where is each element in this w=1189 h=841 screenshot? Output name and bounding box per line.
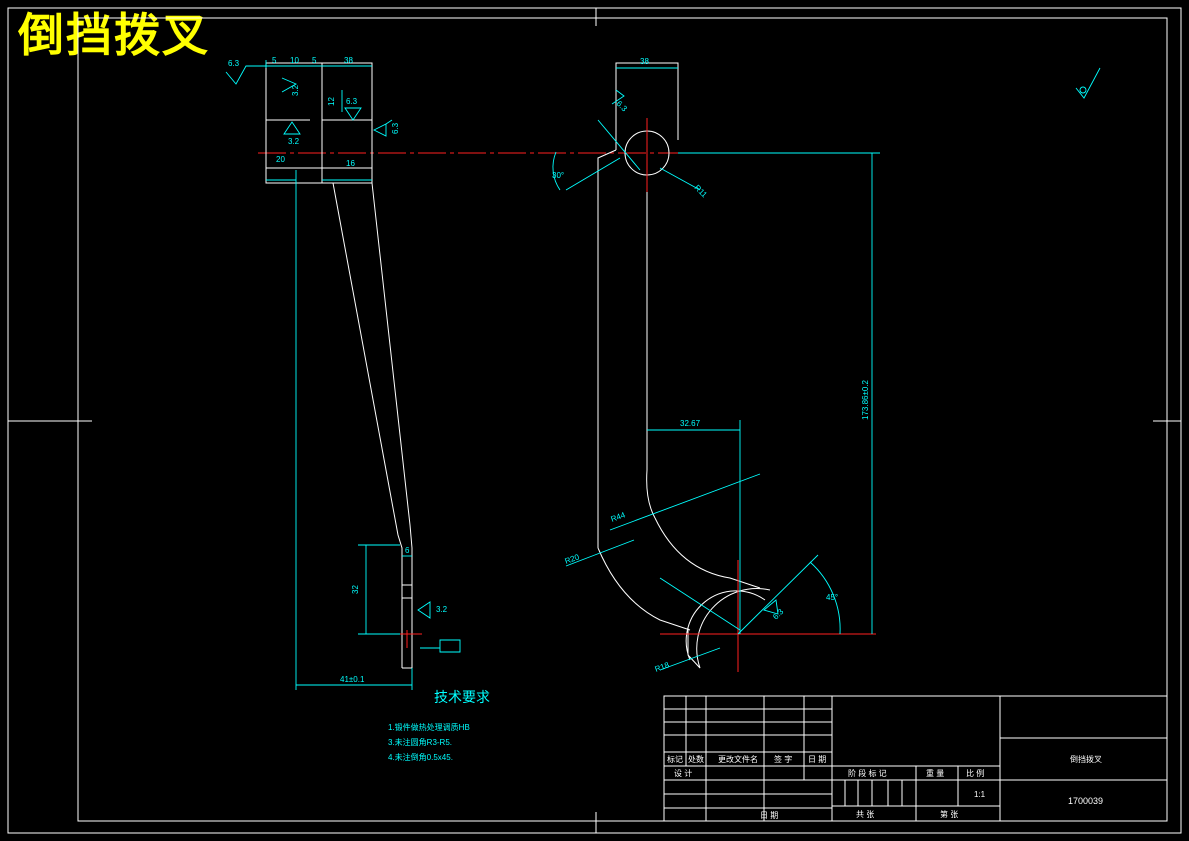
dim-173: 173.86±0.2: [861, 379, 870, 420]
lever-left: [597, 149, 617, 548]
dim-10: 10: [290, 56, 299, 65]
dim-41: 41±0.1: [340, 675, 365, 684]
dim-45deg: 45°: [826, 593, 838, 602]
tb-audit: 日 期: [760, 811, 778, 820]
tb-h-mark: 标记: [667, 754, 683, 764]
dim-line: [565, 539, 635, 567]
dim-r20: R20: [564, 552, 581, 566]
roughness-symbol: [225, 65, 256, 85]
roughness-3: 6.3: [346, 97, 358, 106]
dim-12: 12: [327, 97, 336, 106]
dim-20: 20: [276, 155, 285, 164]
roughness-symbol: [281, 77, 298, 93]
fork-arc-inner: [685, 590, 766, 661]
dim-line: [659, 577, 741, 631]
roughness-symbol: [283, 121, 301, 135]
arm-right-edge: [371, 182, 413, 668]
dim-16: 16: [346, 159, 355, 168]
dim-line: [659, 647, 721, 671]
side-view-top-block: [265, 62, 373, 184]
fork-outer: [597, 547, 691, 631]
dim-line: [659, 167, 701, 191]
roughness-symbol: [344, 107, 362, 121]
fork-arc-outer: [687, 588, 771, 669]
tb-design: 设 计: [674, 768, 692, 778]
tb-scale-val: 1:1: [974, 790, 986, 799]
dim-5b: 5: [312, 56, 317, 65]
dim-r18: R18: [654, 660, 671, 674]
dim-line: [565, 157, 621, 191]
dim-30deg: 30°: [552, 171, 564, 180]
roughness-symbol: [763, 599, 779, 615]
side-view: 5 10 5 38 20 16 12 6 32 41±0.1 6.3 3.2 6…: [225, 56, 461, 690]
tb-sheet: 第 张: [940, 809, 958, 819]
roughness-6: 3.2: [436, 605, 448, 614]
dim-r44: R44: [610, 510, 627, 524]
outer-border: [7, 7, 1182, 834]
tb-h-file: 更改文件名: [718, 754, 758, 764]
roughness-1: 6.3: [228, 59, 240, 68]
dim-5a: 5: [272, 56, 277, 65]
dim-line: [737, 554, 819, 635]
roughness-8: 6.3: [771, 607, 786, 622]
tb-total: 共 张: [856, 810, 874, 819]
dim-arc: [809, 561, 841, 635]
roughness-symbol: [611, 89, 625, 105]
tb-phase: 阶 段 标 记: [848, 768, 887, 778]
tb-part-name: 倒挡拨叉: [1070, 754, 1102, 764]
dim-r11: R11: [693, 183, 710, 200]
boss-outline: [615, 62, 679, 150]
front-view: 38 30° R11 173.86±0.2 32.67 R44 R20 R18 …: [552, 57, 1101, 674]
roughness-5: 3.2: [288, 137, 300, 146]
arm-left-edge: [332, 182, 403, 668]
tech-line-1: 1.锻件做热处理调质HB: [388, 722, 470, 732]
tech-line-2: 3.未注圆角R3-R5.: [388, 737, 452, 747]
roughness-symbol-general: [1079, 86, 1087, 94]
roughness-symbol: [372, 119, 393, 137]
inner-border: [77, 17, 1168, 822]
dim-line: [609, 473, 761, 531]
tb-weight: 重 量: [926, 768, 944, 778]
roughness-2: 3.2: [291, 84, 300, 96]
tech-line-3: 4.未注倒角0.5x45.: [388, 752, 453, 762]
tech-heading: 技术要求: [434, 690, 490, 706]
dim-32: 32: [351, 585, 360, 594]
tb-h-date: 日 期: [808, 755, 826, 764]
datum-box: [420, 639, 461, 653]
fork-inner: [654, 517, 761, 589]
drawing-title: 倒挡拨叉: [18, 8, 210, 62]
title-block: 标记 处数 更改文件名 签 字 日 期 设 计 日 期 阶 段 标 记 重 量 …: [663, 695, 1168, 822]
revision-grid: [664, 696, 832, 821]
dim-6: 6: [405, 546, 410, 555]
lever-right: [646, 175, 656, 519]
dim-line: [597, 119, 641, 171]
dim-3267: 32.67: [680, 419, 701, 428]
tb-h-sign: 签 字: [774, 754, 792, 764]
dim-arc: [552, 151, 561, 191]
roughness-4: 6.3: [391, 122, 400, 134]
tb-h-qty: 处数: [688, 754, 704, 764]
dim-38-side: 38: [344, 56, 353, 65]
dim-38-front: 38: [640, 57, 649, 66]
roughness-symbol-general: [1075, 67, 1101, 99]
tb-scale: 比 例: [966, 768, 984, 778]
tb-drawing-no: 1700039: [1068, 796, 1103, 806]
roughness-symbol: [417, 601, 431, 619]
